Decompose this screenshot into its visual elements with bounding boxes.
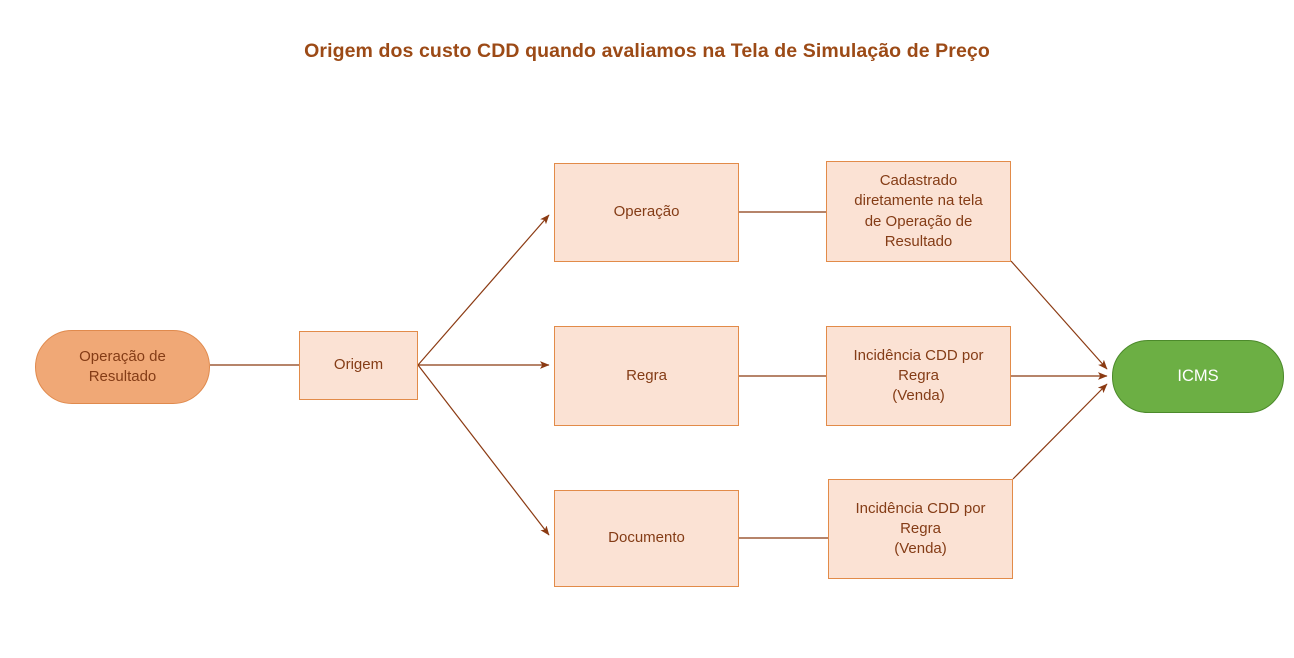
node-label: Regra [626, 366, 667, 384]
node-documento[interactable]: Documento [554, 490, 739, 587]
node-incidencia-cdd-regra-venda-bottom[interactable]: Incidência CDD por Regra (Venda) [828, 479, 1013, 579]
edge-origem-to-operacao [417, 214, 550, 366]
node-operacao[interactable]: Operação [554, 163, 739, 262]
node-operacao-de-resultado[interactable]: Operação de Resultado [35, 330, 210, 404]
node-label: ICMS [1177, 367, 1219, 386]
edge-origem-to-documento [417, 364, 550, 536]
node-label: Incidência CDD por Regra (Venda) [853, 346, 984, 405]
node-icms[interactable]: ICMS [1112, 340, 1284, 413]
node-cadastrado-diretamente[interactable]: Cadastrado diretamente na tela de Operaç… [826, 161, 1011, 262]
node-label: Origem [333, 356, 384, 374]
diagram-title: Origem dos custo CDD quando avaliamos na… [304, 40, 990, 62]
node-label: Cadastrado diretamente na tela de Operaç… [854, 172, 983, 250]
node-label: Incidência CDD por Regra (Venda) [855, 499, 986, 558]
node-label: Operação de Resultado [79, 347, 166, 385]
node-label: Documento [608, 529, 685, 547]
node-incidencia-cdd-regra-venda-mid[interactable]: Incidência CDD por Regra (Venda) [826, 326, 1011, 426]
node-label: Operação [613, 203, 680, 221]
node-regra[interactable]: Regra [554, 326, 739, 426]
edge-detail-bottom-to-icms [1012, 383, 1108, 480]
edge-detail-top-to-icms [1010, 260, 1108, 370]
node-origem[interactable]: Origem [299, 331, 418, 400]
